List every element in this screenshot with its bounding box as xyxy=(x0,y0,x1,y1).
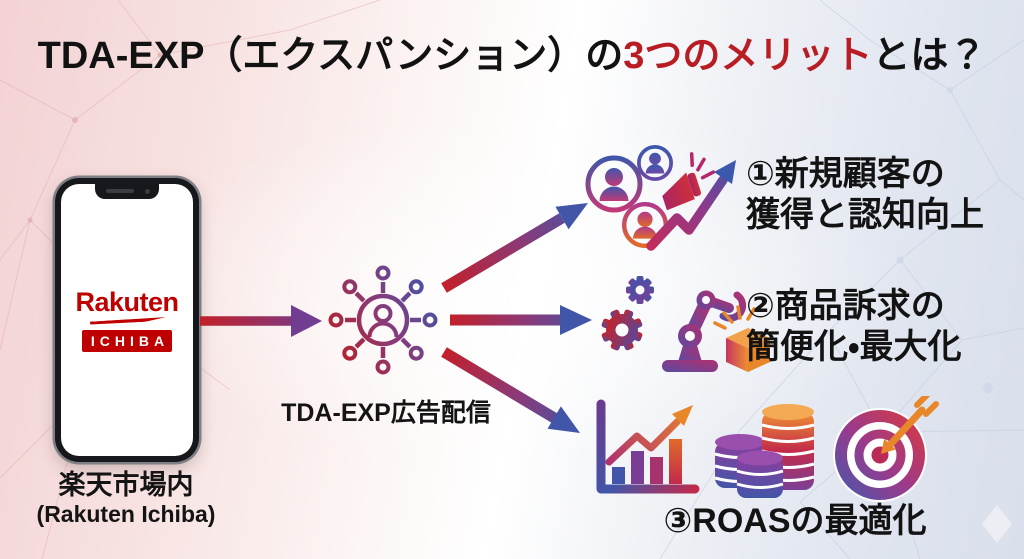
arrow-hub-to-benefit-2 xyxy=(450,305,592,335)
benefit-2-line-2: 簡便化・最大化 xyxy=(746,327,962,366)
benefit-1-text: ①新規顧客の 獲得と認知向上 xyxy=(746,154,984,236)
phone-caption-jp: 楽天市場内 xyxy=(58,470,194,500)
target-dart-icon xyxy=(833,396,939,502)
title-segment-black-2: とは？ xyxy=(872,35,987,77)
phone-speaker xyxy=(106,189,134,193)
title-segment-red: 3つのメリット xyxy=(623,35,873,77)
benefit-2-text: ②商品訴求の 簡便化・最大化 xyxy=(746,286,962,368)
gear-icon-large xyxy=(601,309,643,351)
smartphone-frame: Rakuten ICHIBA xyxy=(55,178,199,462)
coin-stack-front xyxy=(736,450,784,498)
benefit-1-line-2: 獲得と認知向上 xyxy=(746,195,984,234)
arrow-hub-to-benefit-1 xyxy=(441,203,588,293)
box-icon xyxy=(713,305,770,372)
phone-camera-dot xyxy=(145,188,150,194)
gear-icon xyxy=(626,276,654,304)
audience-megaphone-growth-icons xyxy=(585,145,736,251)
benefit-2-line-1: ②商品訴求の xyxy=(746,287,945,325)
ichiba-badge: ICHIBA xyxy=(81,329,173,352)
arrow-phone-to-hub xyxy=(200,305,322,337)
phone-caption: 楽天市場内 (Rakuten Ichiba) xyxy=(6,470,246,529)
gears-robot-box-icons xyxy=(601,276,770,372)
benefit-3-line-1: ③ROASの最適化 xyxy=(663,502,927,540)
audience-member-icon xyxy=(637,145,673,181)
bar-chart-icon xyxy=(596,399,700,494)
phone-notch xyxy=(95,184,159,199)
hub-label: TDA-EXP広告配信 xyxy=(281,399,491,427)
smartphone-screen: Rakuten ICHIBA xyxy=(61,184,193,456)
benefit-3-text: ③ROASの最適化 xyxy=(585,501,1005,542)
person-head xyxy=(373,304,393,323)
page-title: TDA-EXP（エクスパンション）の3つのメリットとは？ xyxy=(0,24,1024,79)
chart-coins-target-icons xyxy=(596,396,939,502)
benefit-1-line-1: ①新規顧客の xyxy=(746,155,945,193)
network-broadcast-icon xyxy=(328,265,438,375)
coins-icon xyxy=(714,404,815,498)
sparkle-lines xyxy=(713,305,756,330)
rakuten-logo: Rakuten xyxy=(75,286,179,317)
arrow-hub-to-benefit-3 xyxy=(441,347,580,433)
megaphone-icon xyxy=(662,152,716,211)
phone-caption-en: (Rakuten Ichiba) xyxy=(36,501,216,528)
growth-arrow-icon xyxy=(646,160,736,251)
audience-icon xyxy=(585,155,643,213)
person-shoulders xyxy=(367,321,399,338)
title-segment-black-1: TDA-EXP（エクスパンション）の xyxy=(37,35,624,77)
